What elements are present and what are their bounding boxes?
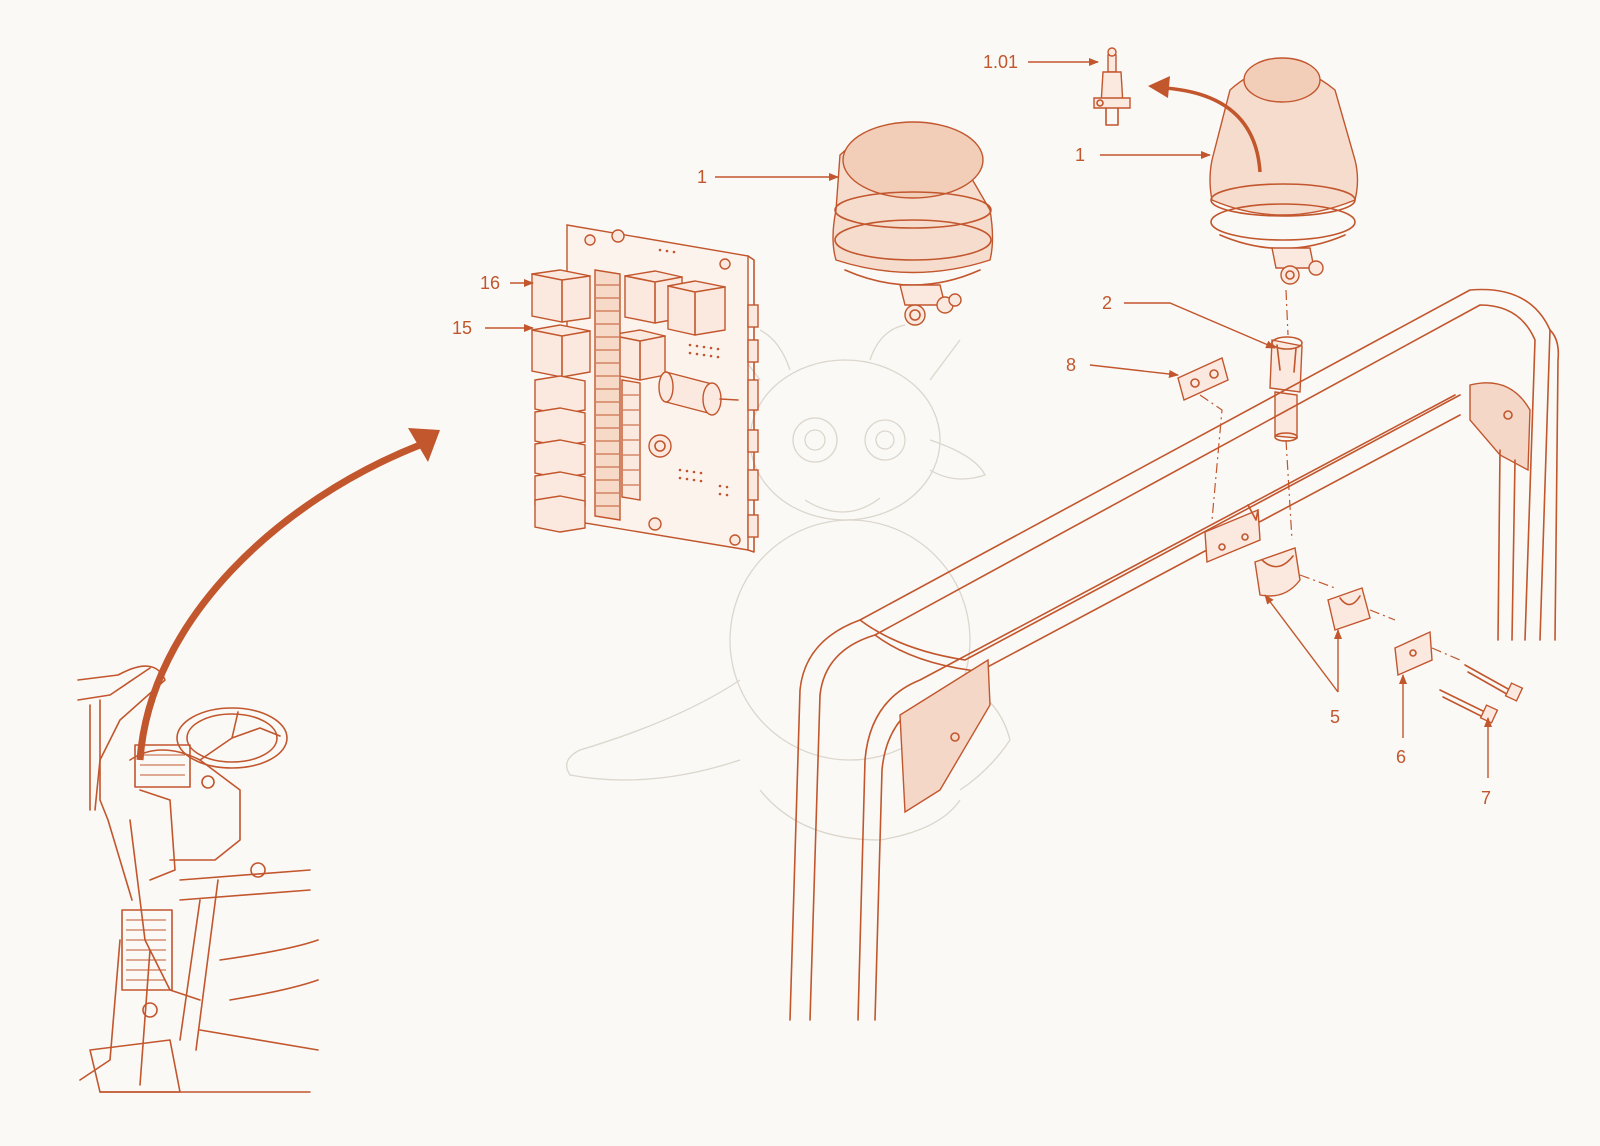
callout-15: 15 [452, 318, 472, 338]
callout-5: 5 [1330, 707, 1340, 727]
callout-1-left: 1 [697, 167, 707, 187]
halogen-bulb [1093, 47, 1131, 126]
callout-16: 16 [480, 273, 500, 293]
curved-arrow-icon [136, 428, 440, 761]
beacon-lamp-left [832, 121, 994, 326]
relay-15 [531, 324, 591, 378]
callout-7: 7 [1481, 788, 1491, 808]
relay-16 [531, 269, 591, 323]
watermark-dragon [566, 324, 1011, 841]
callout-1-right: 1 [1075, 145, 1085, 165]
cab-roof-frame [789, 288, 1560, 1021]
machine-illustration [77, 665, 319, 1093]
callout-1-01: 1.01 [983, 52, 1018, 72]
relay-circuit-board [531, 224, 759, 553]
clamp-parts [1254, 547, 1524, 724]
callout-6: 6 [1396, 747, 1406, 767]
callout-8: 8 [1066, 355, 1076, 375]
capacitor [658, 371, 739, 416]
beacon-lamp-right [1148, 57, 1359, 285]
mounting-plate [1177, 357, 1229, 521]
callout-2: 2 [1102, 293, 1112, 313]
leader-lines [485, 58, 1492, 778]
